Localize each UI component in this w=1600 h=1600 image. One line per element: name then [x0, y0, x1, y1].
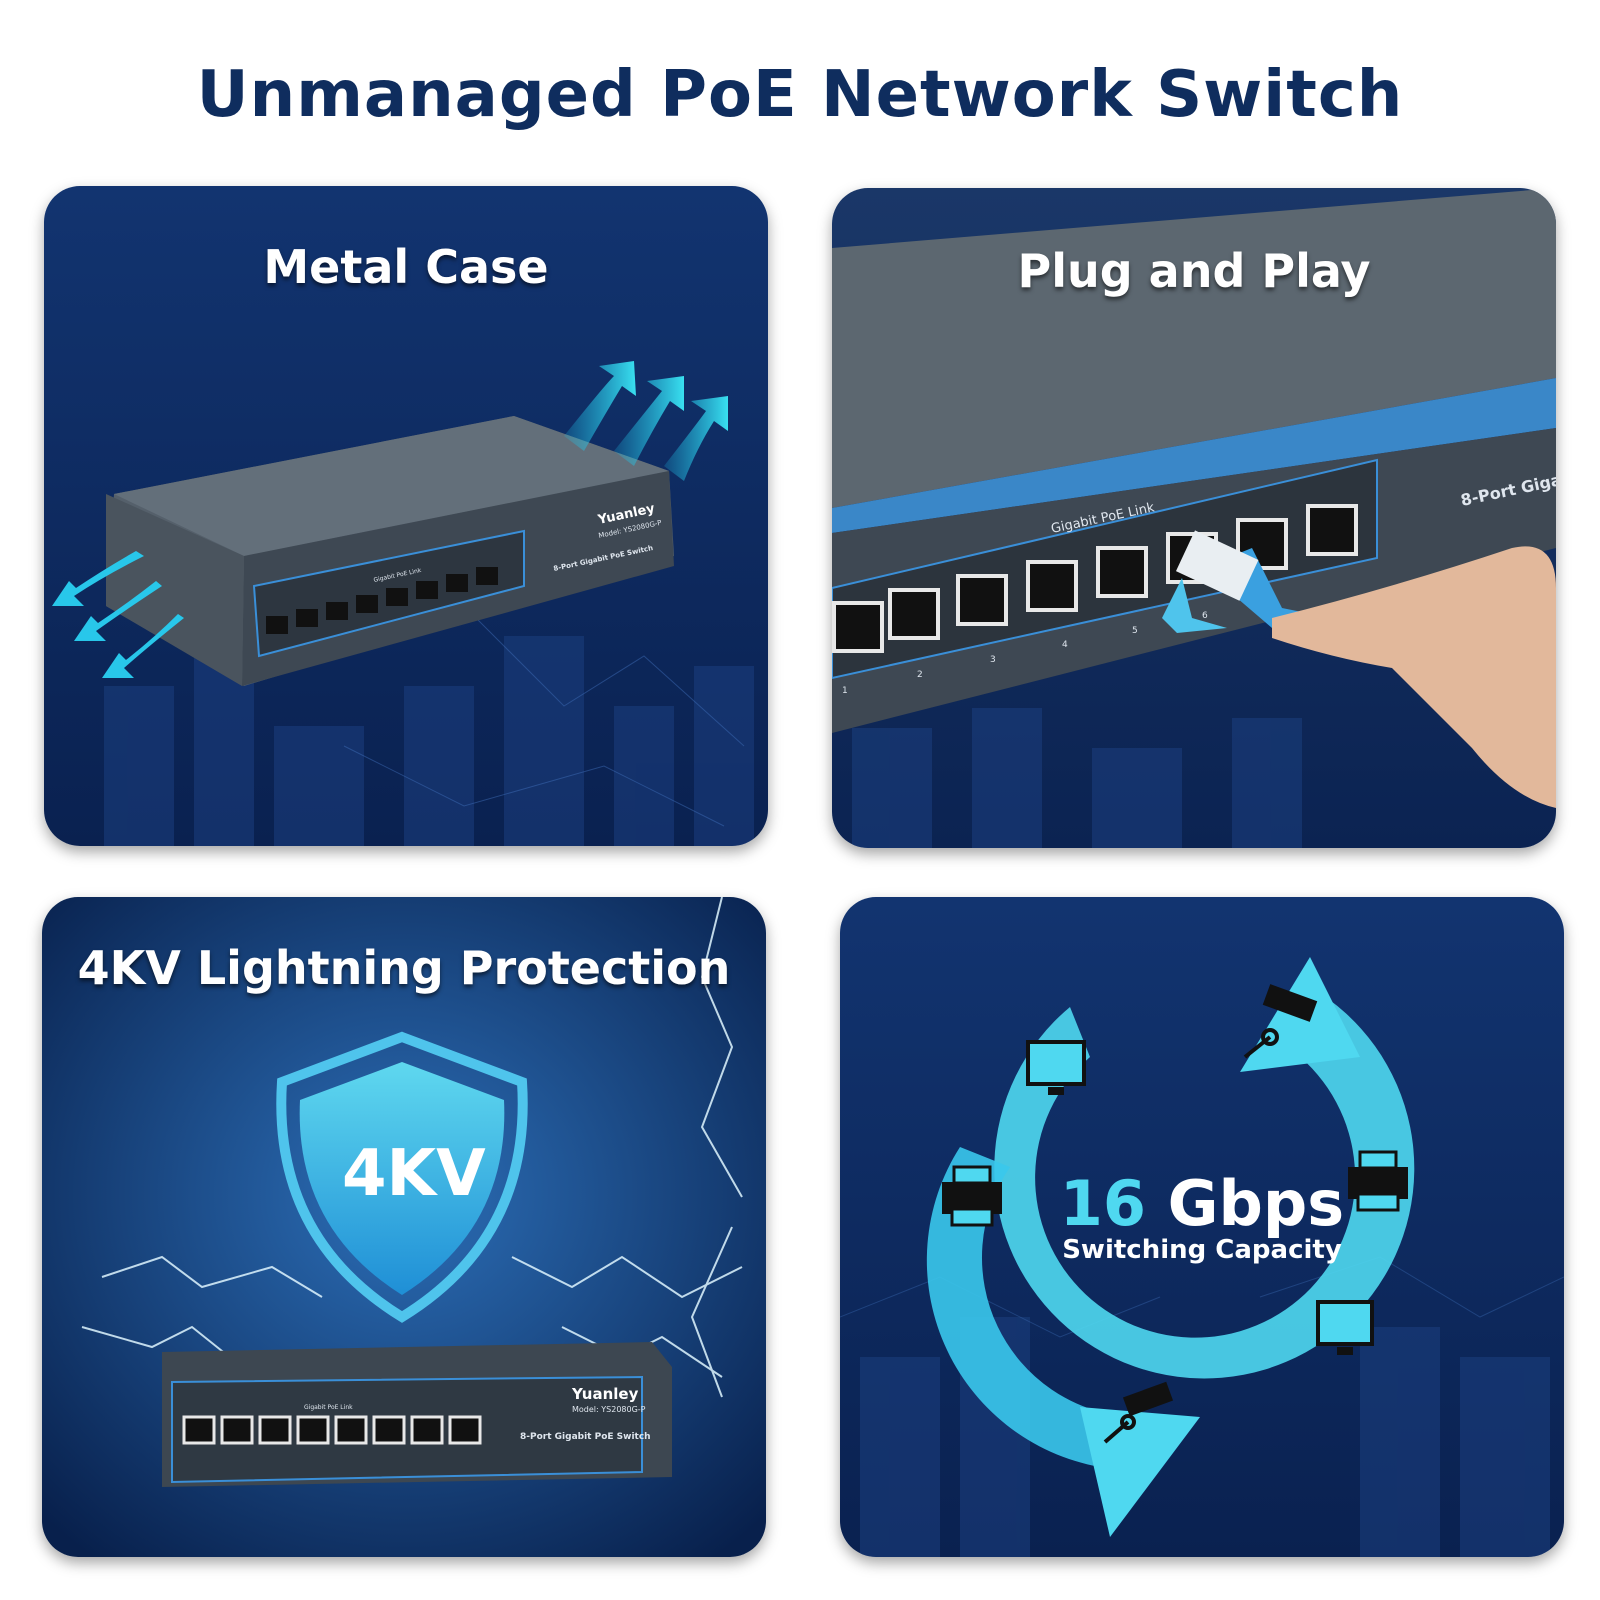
lightning-device-labels: Yuanley Model: YS2080G-P 8-Port Gigabit … — [304, 1385, 651, 1442]
capacity-background — [840, 897, 1564, 1557]
camera-icon — [1103, 1381, 1174, 1444]
printer-icon — [1348, 1150, 1408, 1212]
port-number-1: 1 — [842, 686, 848, 696]
plug-play-device-labels: Gigabit PoE Link 8-Port Giga 1 2 3 4 5 6 — [842, 470, 1556, 696]
device-label: 8-Port Gigabit PoE Switch — [553, 544, 654, 573]
plug-play-background — [832, 188, 1556, 848]
monitor-icon — [1316, 1300, 1374, 1355]
device-brand: Yuanley — [571, 1385, 639, 1403]
metal-case-device-labels: Yuanley Model: YS2080G-P 8-Port Gigabit … — [373, 501, 662, 584]
printer-icon — [942, 1165, 1002, 1227]
capacity-panel: 16 Gbps Switching Capacity — [840, 897, 1564, 1557]
port-number-5: 5 — [1132, 626, 1138, 636]
metal-case-title: Metal Case — [263, 240, 549, 294]
device-link-label: Gigabit PoE Link — [373, 567, 423, 584]
shield-4kv-text: 4KV — [342, 1137, 486, 1211]
port-number-6: 6 — [1202, 611, 1208, 621]
switching-capacity-label: Switching Capacity — [1062, 1235, 1342, 1265]
metal-case-panel: Metal Case Yuanley Model: YS2080G-P 8-Po… — [44, 186, 768, 846]
camera-icon — [1243, 984, 1318, 1059]
metal-case-background — [44, 186, 768, 846]
device-label: 8-Port Giga — [1459, 470, 1556, 510]
port-number-2: 2 — [917, 670, 923, 680]
plug-play-title: Plug and Play — [1017, 244, 1371, 298]
lightning-title: 4KV Lightning Protection — [77, 941, 731, 995]
device-model: Model: YS2080G-P — [572, 1405, 646, 1414]
port-number-3: 3 — [990, 655, 996, 665]
switching-capacity-value: 16 Gbps — [840, 1167, 1564, 1240]
capacity-unit: Gbps — [1167, 1167, 1345, 1240]
device-link-label: Gigabit PoE Link — [1050, 500, 1157, 537]
device-label: 8-Port Gigabit PoE Switch — [520, 1432, 651, 1442]
device-link-label: Gigabit PoE Link — [304, 1404, 353, 1411]
capacity-number: 16 — [1059, 1167, 1147, 1240]
port-number-4: 4 — [1062, 640, 1068, 650]
page-title: Unmanaged PoE Network Switch — [196, 58, 1404, 132]
monitor-icon — [1026, 1040, 1086, 1095]
lightning-background — [42, 897, 766, 1557]
plug-play-panel: Plug and Play Gigabit PoE Link 8-Port Gi… — [832, 188, 1556, 848]
lightning-panel: 4KV Lightning Protection 4KV Yuanley Mod… — [42, 897, 766, 1557]
